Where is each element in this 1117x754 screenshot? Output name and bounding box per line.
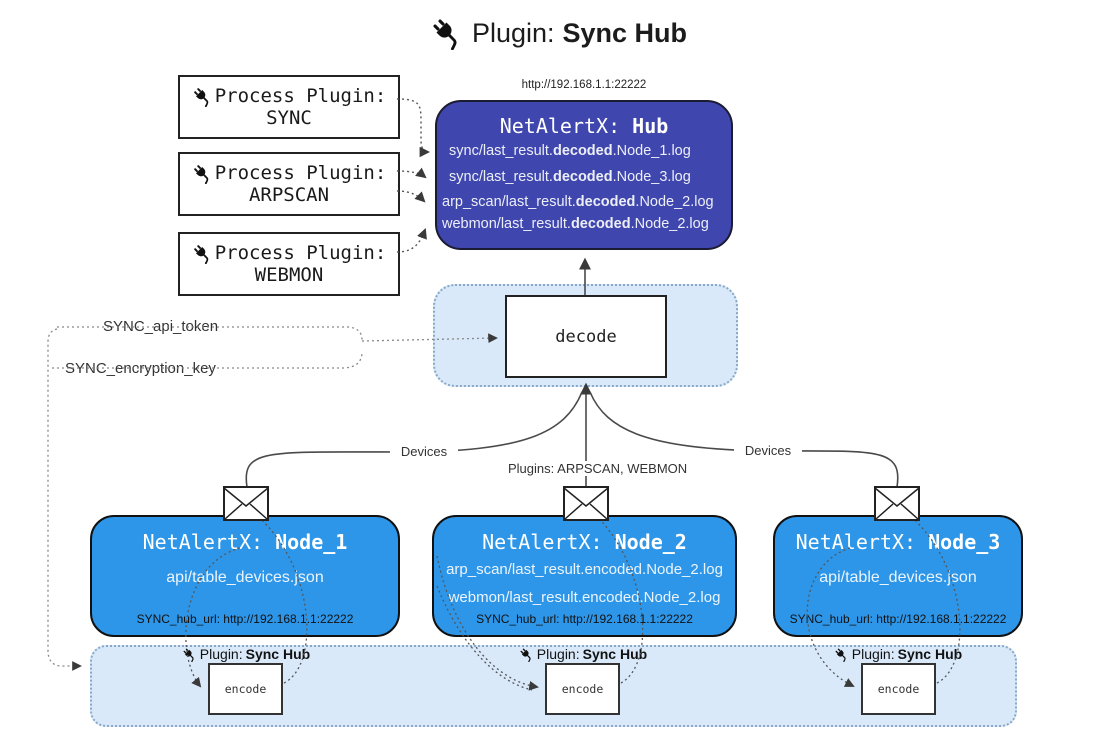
plug-icon (192, 86, 213, 107)
encode-box: encode (861, 663, 936, 715)
hub-title-prefix: NetAlertX: (499, 114, 633, 138)
encode-section-label: Plugin: Sync Hub (813, 646, 983, 662)
node-box-node-3: NetAlertX: Node_3 api/table_devices.json… (773, 515, 1023, 637)
process-plugin-box-webmon: Process Plugin: WEBMON (178, 232, 400, 296)
node-hub-url: SYNC_hub_url: http://192.168.1.1:22222 (136, 612, 354, 626)
node-hub-url: SYNC_hub_url: http://192.168.1.1:22222 (476, 612, 693, 626)
page-title: Plugin: Sync Hub (0, 16, 1117, 50)
node-line: arp_scan/last_result.encoded.Node_2.log (446, 561, 723, 578)
node-line: api/table_devices.json (819, 569, 977, 586)
node-title: NetAlertX: Node_1 (142, 530, 348, 554)
connector-arpscan-to-hub (396, 190, 426, 203)
connector-tokens-to-encode-band (47, 328, 82, 671)
hub-title: NetAlertX: Hub (437, 114, 731, 138)
plug-icon (519, 647, 534, 662)
encode-box: encode (208, 663, 283, 715)
plug-icon (834, 647, 849, 662)
plug-icon (430, 16, 464, 50)
encode-section-label: Plugin: Sync Hub (161, 646, 331, 662)
label-sync-api-token: SYNC_api_token (100, 318, 222, 335)
hub-title-bold: Hub (632, 114, 669, 138)
page-title-bold: Sync Hub (562, 17, 688, 48)
hub-log-line: sync/last_result.decoded.Node_3.log (449, 169, 691, 185)
hub-box: NetAlertX: Hub sync/last_result.decoded.… (435, 100, 733, 250)
hub-log-line: arp_scan/last_result.decoded.Node_2.log (442, 194, 714, 210)
node-title: NetAlertX: Node_2 (482, 530, 687, 554)
node-line: webmon/last_result.encoded.Node_2.log (448, 589, 721, 606)
edge-label-devices-right: Devices (734, 443, 802, 458)
node-line: api/table_devices.json (166, 569, 324, 586)
edge-label-plugins: Plugins: ARPSCAN, WEBMON (505, 461, 687, 476)
plug-icon (182, 647, 197, 662)
process-plugin-name: WEBMON (254, 264, 324, 286)
plug-icon (192, 163, 213, 184)
edge-label-devices-left: Devices (390, 444, 458, 459)
plug-icon (192, 243, 213, 264)
node-box-node-2: NetAlertX: Node_2 arp_scan/last_result.e… (432, 515, 737, 637)
process-plugin-label: Process Plugin: (214, 242, 387, 264)
process-plugin-name: SYNC (266, 107, 312, 129)
connector-sync-to-hub-2 (396, 167, 427, 179)
label-sync-encryption-key: SYNC_encryption_key (62, 360, 219, 377)
process-plugin-box-sync: Process Plugin: SYNC (178, 75, 400, 139)
encode-section-label: Plugin: Sync Hub (498, 646, 668, 662)
process-plugin-label: Process Plugin: (214, 85, 387, 107)
page-title-prefix: Plugin: (471, 17, 555, 48)
node-title: NetAlertX: Node_3 (795, 530, 1001, 554)
process-plugin-name: ARPSCAN (248, 184, 330, 206)
process-plugin-label: Process Plugin: (214, 162, 387, 184)
hub-log-line: webmon/last_result.decoded.Node_2.log (442, 216, 709, 232)
hub-log-line: sync/last_result.decoded.Node_1.log (449, 143, 691, 159)
decode-box: decode (505, 295, 667, 378)
encode-box: encode (545, 663, 620, 715)
connector-webmon-to-hub (396, 228, 427, 253)
node-box-node-1: NetAlertX: Node_1 api/table_devices.json… (90, 515, 400, 637)
node-hub-url: SYNC_hub_url: http://192.168.1.1:22222 (789, 612, 1007, 626)
process-plugin-box-arpscan: Process Plugin: ARPSCAN (178, 152, 400, 216)
hub-url: http://192.168.1.1:22222 (521, 79, 647, 91)
connector-sync-to-hub-1 (396, 98, 431, 158)
